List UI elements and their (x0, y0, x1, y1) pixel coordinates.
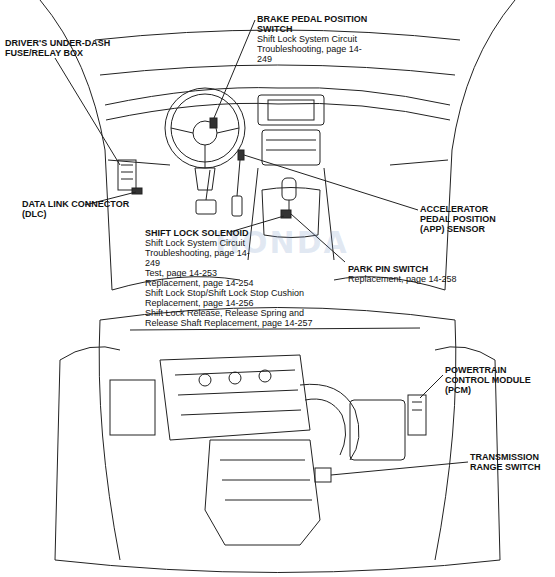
callout-group: ACCELERATOR PEDAL POSITION (APP) SENSOR (420, 204, 520, 234)
page-reference: Replacement, page 14-258 (348, 274, 488, 284)
callout-group: TRANSMISSION RANGE SWITCH (470, 452, 550, 472)
page-reference: Shift Lock Release, Release Spring and R… (145, 308, 335, 328)
callout-group: DATA LINK CONNECTOR (DLC) (22, 199, 132, 219)
part-name: DRIVER'S UNDER-DASH FUSE/RELAY BOX (5, 38, 113, 58)
part-name: ACCELERATOR PEDAL POSITION (APP) SENSOR (420, 204, 520, 234)
callout-group: DRIVER'S UNDER-DASH FUSE/RELAY BOX (5, 38, 113, 58)
page-reference: Shift Lock System Circuit Troubleshootin… (145, 238, 263, 268)
page-reference: Test, page 14-253 (145, 268, 335, 278)
page-reference: Replacement, page 14-254 (145, 278, 335, 288)
part-name: SHIFT LOCK SOLENOID (145, 228, 335, 238)
part-name: TRANSMISSION RANGE SWITCH (470, 452, 550, 472)
part-name: PARK PIN SWITCH (348, 264, 488, 274)
part-name: DATA LINK CONNECTOR (DLC) (22, 199, 132, 219)
callout-group: POWERTRAIN CONTROL MODULE (PCM) (445, 365, 550, 395)
part-name: BRAKE PEDAL POSITION SWITCH (257, 14, 397, 34)
page-reference: Shift Lock System Circuit Troubleshootin… (257, 34, 369, 64)
callout-group: SHIFT LOCK SOLENOIDShift Lock System Cir… (145, 228, 335, 328)
callout-group: PARK PIN SWITCHReplacement, page 14-258 (348, 264, 488, 284)
callout-group: BRAKE PEDAL POSITION SWITCHShift Lock Sy… (257, 14, 397, 64)
page-reference: Shift Lock Stop/Shift Lock Stop Cushion … (145, 288, 335, 308)
part-name: POWERTRAIN CONTROL MODULE (PCM) (445, 365, 550, 395)
